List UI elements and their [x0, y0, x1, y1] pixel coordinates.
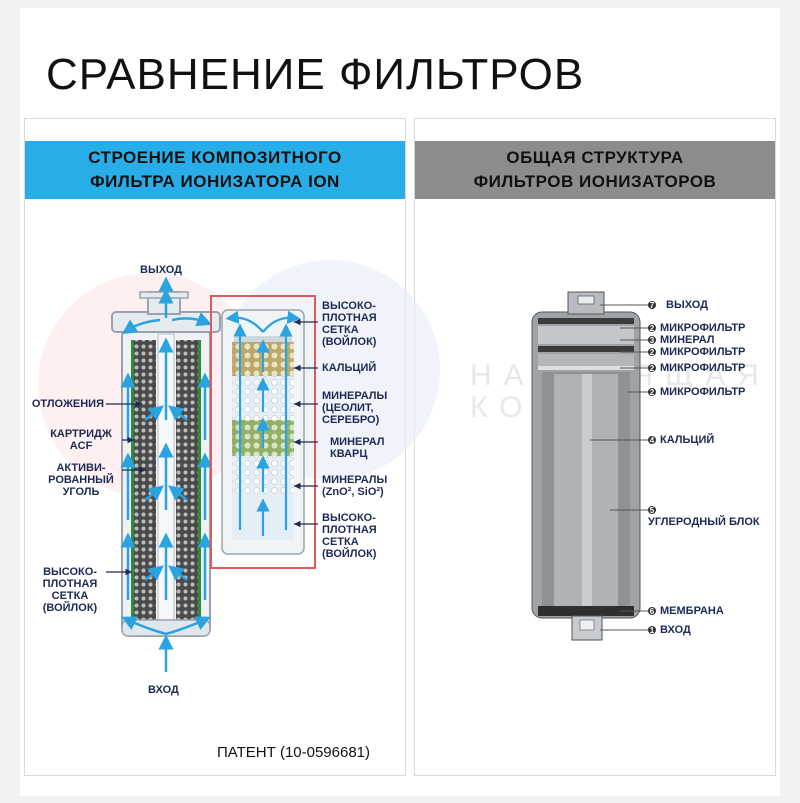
label-mesh-left-l2: ПЛОТНАЯ: [42, 578, 98, 590]
marker-number-0: 7: [650, 301, 655, 310]
label-calcium: КАЛЬЦИЙ: [322, 362, 377, 374]
right-number-markers: [648, 301, 656, 634]
left-header-line2: ФИЛЬТРА ИОНИЗАТОРА ION: [90, 172, 340, 191]
label-mesh-bottom-l2: ПЛОТНАЯ: [322, 524, 377, 536]
marker-number-7: 5: [650, 506, 655, 515]
label-minerals1-l2: (ЦЕОЛИТ,: [322, 402, 374, 414]
label-mesh-bottom: ВЫСОКО- ПЛОТНАЯ СЕТКА (ВОЙЛОК): [322, 512, 402, 560]
flow-arrows-cartridge: [120, 288, 213, 672]
right-label-microfilter-1: МИКРОФИЛЬТР: [660, 322, 746, 334]
left-header-line1: СТРОЕНИЕ КОМПОЗИТНОГО: [88, 148, 342, 167]
right-label-microfilter-2: МИКРОФИЛЬТР: [660, 346, 746, 358]
label-cartridge: КАРТРИДЖ ACF: [40, 428, 122, 452]
label-mesh-bottom-l3: СЕТКА: [322, 536, 359, 548]
right-header-line1: ОБЩАЯ СТРУКТУРА: [506, 148, 684, 167]
label-cartridge-l2: ACF: [69, 440, 93, 452]
label-carbon-l2: РОВАННЫЙ: [48, 474, 114, 486]
label-mesh-top-l4: (ВОЙЛОК): [322, 336, 377, 348]
label-carbon: АКТИВИ- РОВАННЫЙ УГОЛЬ: [40, 462, 122, 498]
label-mesh-top-l1: ВЫСОКО-: [322, 300, 376, 312]
zoom-highlight-box: [210, 295, 316, 569]
patent-number: ПАТЕНТ (10-0596681): [217, 744, 371, 761]
label-mesh-top-l2: ПЛОТНАЯ: [322, 312, 377, 324]
label-minerals2-l2: (ZnO², SiO²): [322, 486, 384, 498]
marker-number-3: 2: [650, 348, 655, 357]
right-label-carbon-block: УГЛЕРОДНЫЙ БЛОК: [648, 516, 760, 528]
label-minerals1-l3: СЕРЕБРО): [322, 414, 380, 426]
marker-number-5: 2: [650, 388, 655, 397]
marker-number-2: 3: [650, 336, 655, 345]
flow-arrows-zoom: [225, 310, 301, 536]
label-input: ВХОД: [148, 684, 179, 696]
page-title: СРАВНЕНИЕ ФИЛЬТРОВ: [46, 50, 585, 99]
label-quartz: МИНЕРАЛ КВАРЦ: [330, 436, 400, 460]
right-panel-header: ОБЩАЯ СТРУКТУРА ФИЛЬТРОВ ИОНИЗАТОРОВ: [415, 141, 775, 199]
label-mesh-left: ВЫСОКО- ПЛОТНАЯ СЕТКА (ВОЙЛОК): [34, 566, 106, 614]
right-label-microfilter-3: МИКРОФИЛЬТР: [660, 362, 746, 374]
label-mesh-top-l3: СЕТКА: [322, 324, 359, 336]
microfilter-2: [538, 346, 634, 352]
label-mesh-bottom-l4: (ВОЙЛОК): [322, 548, 377, 560]
right-label-mineral: МИНЕРАЛ: [660, 334, 715, 346]
marker-number-6: 4: [650, 436, 655, 445]
label-quartz-l2: КВАРЦ: [330, 448, 368, 460]
label-cartridge-l1: КАРТРИДЖ: [50, 428, 112, 440]
label-deposits: ОТЛОЖЕНИЯ: [31, 398, 104, 410]
label-carbon-l1: АКТИВИ-: [56, 462, 106, 474]
carbon-media-left: [134, 340, 156, 620]
label-minerals1-l1: МИНЕРАЛЫ: [322, 390, 388, 402]
calcium-core: [582, 374, 592, 606]
marker-number-4: 2: [650, 364, 655, 373]
label-mesh-left-l4: (ВОЙЛОК): [42, 602, 98, 614]
right-label-output: ВЫХОД: [666, 299, 709, 311]
carbon-media-right: [176, 340, 198, 620]
label-mesh-left-l3: СЕТКА: [51, 590, 89, 602]
general-filter-diagram: [531, 291, 641, 641]
marker-number-8: 6: [650, 607, 655, 616]
label-minerals1: МИНЕРАЛЫ (ЦЕОЛИТ, СЕРЕБРО): [322, 390, 402, 426]
left-panel-header: СТРОЕНИЕ КОМПОЗИТНОГО ФИЛЬТРА ИОНИЗАТОРА…: [25, 141, 405, 199]
right-label-microfilter-4: МИКРОФИЛЬТР: [660, 386, 746, 398]
left-leader-lines: [106, 318, 318, 576]
label-quartz-l1: МИНЕРАЛ: [330, 436, 385, 448]
marker-number-9: 1: [650, 626, 655, 635]
mineral-section: [538, 326, 634, 344]
right-label-membrane: МЕМБРАНА: [660, 605, 724, 617]
label-mesh-left-l1: ВЫСОКО-: [43, 566, 97, 578]
label-mesh-bottom-l1: ВЫСОКО-: [322, 512, 376, 524]
label-carbon-l3: УГОЛЬ: [62, 486, 100, 498]
label-output: ВЫХОД: [140, 264, 183, 276]
label-mesh-top: ВЫСОКО- ПЛОТНАЯ СЕТКА (ВОЙЛОК): [322, 300, 402, 348]
microfilter-3: [538, 366, 634, 370]
right-label-calcium: КАЛЬЦИЙ: [660, 434, 715, 446]
membrane: [538, 606, 634, 616]
microfilter-1: [538, 318, 634, 324]
right-header-line2: ФИЛЬТРОВ ИОНИЗАТОРОВ: [473, 172, 717, 191]
label-minerals2: МИНЕРАЛЫ (ZnO², SiO²): [322, 474, 402, 498]
label-minerals2-l1: МИНЕРАЛЫ: [322, 474, 388, 486]
right-leader-lines: [590, 304, 650, 631]
right-label-input: ВХОД: [660, 624, 691, 636]
marker-number-1: 2: [650, 324, 655, 333]
